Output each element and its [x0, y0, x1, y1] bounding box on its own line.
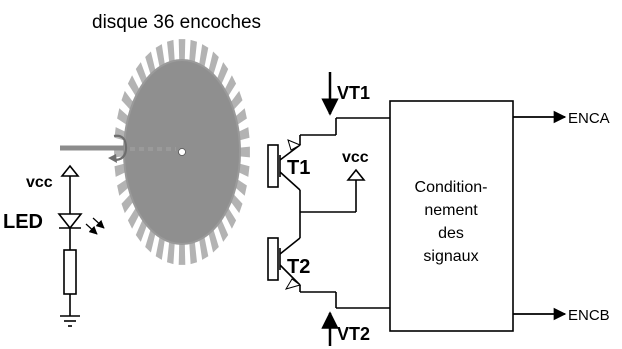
- t1-label: T1: [287, 157, 310, 179]
- encb-label: ENCB: [568, 307, 610, 324]
- disk-tooth: [224, 207, 237, 229]
- disk-tooth: [145, 229, 156, 253]
- disk-tooth: [199, 44, 209, 68]
- disk-tooth: [189, 39, 197, 63]
- disk-tooth: [238, 163, 250, 177]
- t2-body: [267, 237, 279, 281]
- disk-tooth: [235, 179, 247, 196]
- disk-tooth: [127, 75, 140, 97]
- t2-label: T2: [287, 256, 310, 278]
- disk-tooth: [121, 194, 134, 214]
- vt2-label: VT2: [337, 324, 370, 344]
- disk-tooth: [178, 243, 186, 265]
- light-beam: [60, 134, 186, 163]
- disk-tooth: [117, 108, 129, 125]
- disk-tooth: [239, 146, 250, 158]
- conditioning-line-2: nement: [424, 202, 478, 219]
- led-resistor: [63, 249, 77, 295]
- disk-tooth: [189, 241, 197, 265]
- led-label: LED: [3, 211, 43, 233]
- disk-tooth: [145, 51, 156, 75]
- receiver-vcc-symbol: [346, 168, 366, 181]
- receiver-vcc-label: vcc: [342, 149, 369, 166]
- emitter-vcc-label: vcc: [26, 174, 53, 191]
- disk-title: disque 36 encoches: [92, 12, 261, 33]
- conditioning-line-3: des: [438, 225, 464, 242]
- emitter-circuit: vcc LED: [3, 164, 105, 327]
- disk-tooth: [155, 236, 165, 260]
- disk-tooth: [117, 179, 129, 196]
- disk-tooth: [155, 44, 165, 68]
- rotation-arrow-icon: [113, 134, 128, 162]
- emitter-vcc-symbol: [60, 164, 80, 177]
- disk-tooth: [199, 236, 209, 260]
- led-emission-arrows-icon: [85, 217, 105, 235]
- disk-tooth: [135, 219, 147, 242]
- disk-tooth: [238, 127, 250, 141]
- disk-rim-shade: [123, 59, 241, 245]
- disk-tooth: [217, 62, 229, 85]
- conditioning-line-1: Condition-: [415, 179, 488, 196]
- disk-tooth: [127, 207, 140, 229]
- disk-tooth: [135, 62, 147, 85]
- disk-tooth: [167, 241, 175, 265]
- receiver-circuit: T1 T2 vcc VT1 VT2: [267, 72, 390, 346]
- disk-tooth: [121, 90, 134, 110]
- vt1-label: VT1: [337, 83, 370, 103]
- disk-tooth: [230, 90, 243, 110]
- disk-tooth: [208, 229, 219, 253]
- outputs: ENCA ENCB: [513, 110, 610, 324]
- conditioning-line-4: signaux: [423, 248, 478, 265]
- disk-tooth: [224, 75, 237, 97]
- conditioning-block: Condition- nement des signaux: [389, 100, 514, 332]
- t1-body: [267, 144, 279, 188]
- led-diode-symbol: [57, 213, 83, 230]
- disk-tooth: [208, 51, 219, 75]
- disk-center: [178, 148, 186, 156]
- disk-tooth: [114, 163, 126, 177]
- disk-tooth: [167, 39, 175, 63]
- disk-tooth: [178, 39, 186, 61]
- disk-tooth: [217, 219, 229, 242]
- disk-slots: [114, 39, 250, 265]
- disk-tooth: [230, 194, 243, 214]
- ground-icon: [60, 315, 80, 327]
- enca-label: ENCA: [568, 110, 610, 127]
- disk-tooth: [235, 108, 247, 125]
